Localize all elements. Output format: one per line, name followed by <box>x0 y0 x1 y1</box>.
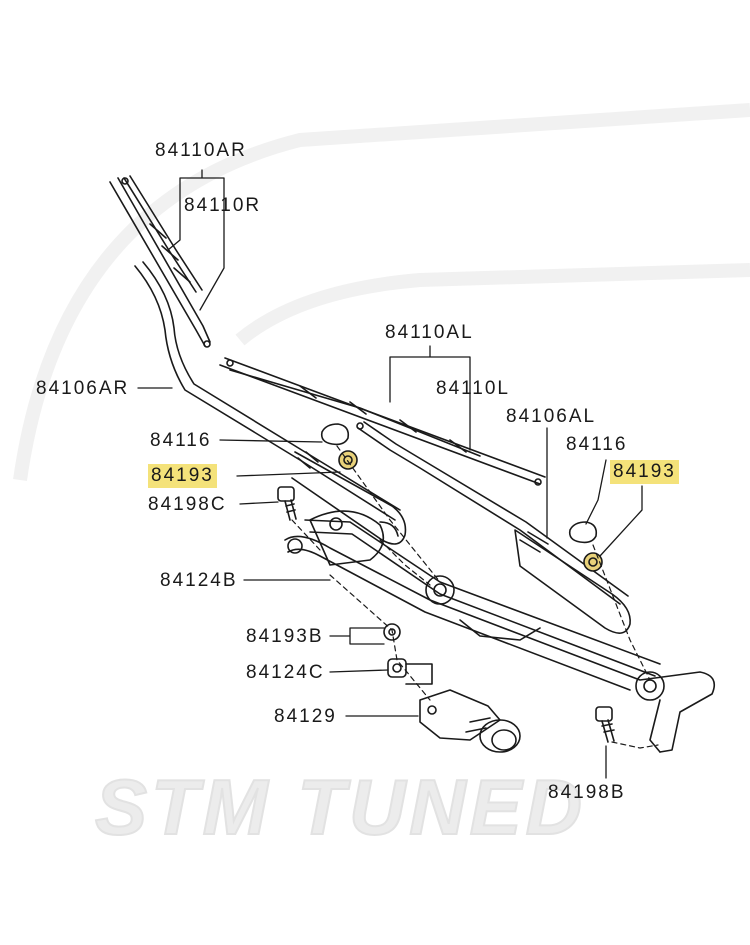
washer-84124C <box>387 658 433 685</box>
label-84106AL: 84106AL <box>506 406 597 427</box>
label-84110AL: 84110AL <box>385 322 474 343</box>
pivot-nut-left <box>338 450 358 470</box>
label-84193-left: 84193 <box>148 464 217 488</box>
pivot-cap-right <box>568 521 598 544</box>
label-84124B: 84124B <box>160 570 238 591</box>
assembly-guide-lines <box>291 445 659 749</box>
bolt-84198C <box>277 486 297 521</box>
pivot-cap-left <box>320 423 350 446</box>
label-84198C: 84198C <box>148 494 227 515</box>
leader-lines <box>137 169 643 779</box>
wiper-arm-left <box>356 421 631 634</box>
wiper-motor <box>419 689 521 753</box>
label-84198B: 84198B <box>548 782 626 803</box>
wiper-blade-left <box>219 357 546 486</box>
label-84193-right: 84193 <box>610 460 679 484</box>
label-84110AR: 84110AR <box>155 140 247 161</box>
label-84124C: 84124C <box>246 662 325 683</box>
nut-84193B <box>383 623 401 641</box>
label-84110R: 84110R <box>184 195 262 216</box>
label-84110L: 84110L <box>436 378 510 399</box>
label-84129: 84129 <box>274 706 337 727</box>
background-swoosh <box>13 103 750 481</box>
wiper-linkage-frame <box>284 510 716 753</box>
label-84116-right: 84116 <box>566 434 628 455</box>
bolt-84198B <box>595 706 615 743</box>
label-84193B: 84193B <box>246 626 324 647</box>
label-84116-left: 84116 <box>150 430 212 451</box>
wiper-blade-right <box>109 175 211 348</box>
wiper-arm-right <box>134 261 407 545</box>
watermark-logo: STM TUNED <box>94 762 586 852</box>
label-84106AR: 84106AR <box>36 378 130 399</box>
